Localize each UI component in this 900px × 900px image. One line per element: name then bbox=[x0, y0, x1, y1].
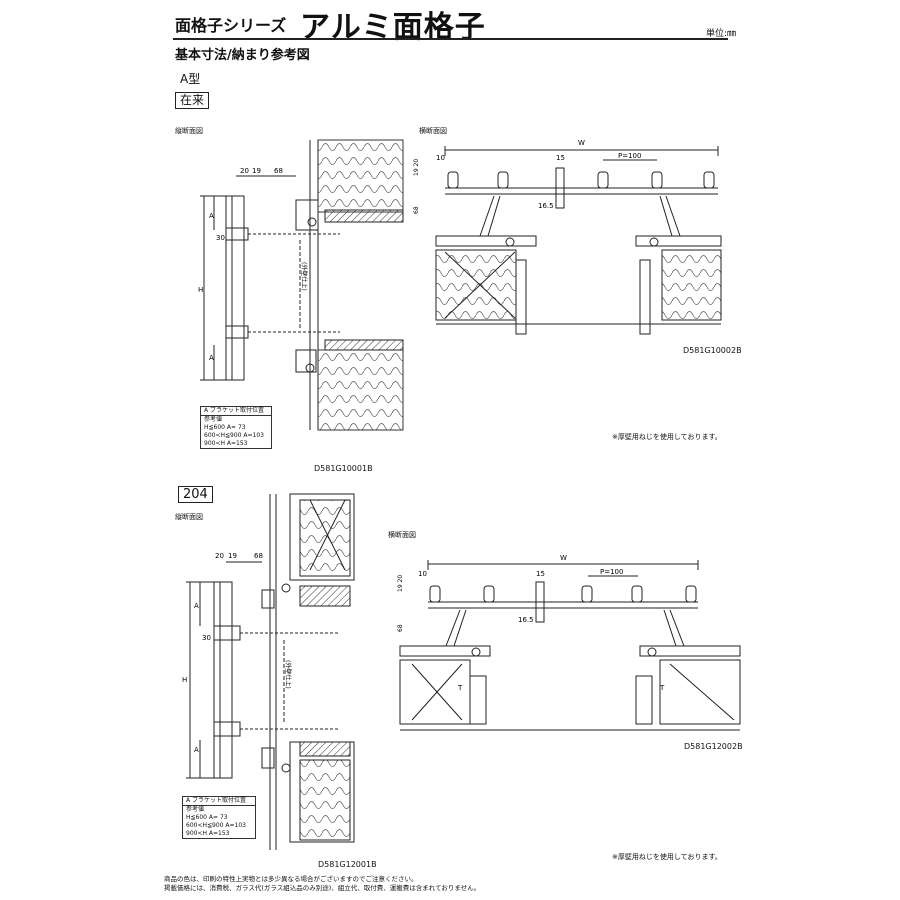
horizontal-section-bottom bbox=[399, 560, 741, 731]
horizontal-title-top: 横断面図 bbox=[419, 127, 447, 135]
unit-label: 単位:㎜ bbox=[706, 29, 737, 39]
dim-pitch-bottom: P=100 bbox=[600, 568, 623, 576]
dim-1920-top: 19 20 bbox=[413, 159, 420, 176]
dim-h-top: H bbox=[198, 286, 203, 294]
bracket-table-row: H≦600 A= 73 bbox=[186, 814, 228, 821]
bracket-table-row: 600<H≦900 A=103 bbox=[204, 432, 264, 439]
dim-t1-bottom: T bbox=[457, 684, 463, 692]
dim-30-bottom: 30 bbox=[202, 634, 211, 642]
drawing-code-h-top: D581G10002B bbox=[683, 346, 742, 355]
bracket-table-top: A ブラケット取付位置 参考値 H≦600 A= 73 600<H≦900 A=… bbox=[200, 406, 272, 449]
footer-notes: 商品の色は、印刷の特性上実物とは多少異なる場合がございますのでご注意ください。 … bbox=[164, 875, 684, 893]
dim-h-bottom: H bbox=[182, 676, 187, 684]
bracket-table-sub: 参考値 bbox=[186, 806, 205, 813]
footer-line-1: 商品の色は、印刷の特性上実物とは多少異なる場合がございますのでご注意ください。 bbox=[164, 875, 418, 883]
bracket-table-row: H≦600 A= 73 bbox=[204, 424, 246, 431]
screw-note-top: ※厚壁用ねじを使用しております。 bbox=[612, 433, 722, 441]
footer-line-2: 掲載価格には、消費税、ガラス代(ガラス組込品のみ別途)、組立代、取付費、運搬費は… bbox=[164, 884, 481, 892]
screw-note-bottom: ※厚壁用ねじを使用しております。 bbox=[612, 853, 722, 861]
dim-a1-top: A bbox=[209, 212, 214, 220]
dim-19-bottom: 19 bbox=[228, 552, 237, 560]
dim-pitch-top: P=100 bbox=[618, 152, 641, 160]
bracket-table-title: A ブラケット取付位置 bbox=[201, 407, 271, 416]
dim-19-top: 19 bbox=[252, 167, 261, 175]
vertical-title-top: 縦断面図 bbox=[175, 127, 203, 135]
section-title: 基本寸法/納まり参考図 bbox=[175, 48, 310, 63]
bracket-table-bottom: A ブラケット取付位置 参考値 H≦600 A= 73 600<H≦900 A=… bbox=[182, 796, 256, 839]
bracket-table-title: A ブラケット取付位置 bbox=[183, 797, 255, 806]
dim-a2-bottom: A bbox=[194, 746, 199, 754]
dim-165-bottom: 16.5 bbox=[518, 616, 534, 624]
dim-30-top: 30 bbox=[216, 234, 225, 242]
dim-10-top: 10 bbox=[436, 154, 445, 162]
horizontal-title-bottom: 横断面図 bbox=[388, 531, 416, 539]
badge-zairai: 在来 bbox=[175, 92, 210, 109]
dim-165-top: 16.5 bbox=[538, 202, 554, 210]
vertical-section-top bbox=[200, 139, 404, 431]
bracket-table-sub: 参考値 bbox=[204, 416, 223, 423]
drawing-code-v-bottom: D581G12001B bbox=[318, 860, 377, 869]
dim-1920-bottom: 19 20 bbox=[397, 575, 404, 592]
badge-204: 204 bbox=[178, 486, 213, 503]
vertical-title-bottom: 縦断面図 bbox=[175, 513, 203, 521]
bracket-table-row: 900<H A=153 bbox=[204, 440, 248, 447]
bracket-table-row: 900<H A=153 bbox=[186, 830, 230, 837]
dim-t2-bottom: T bbox=[659, 684, 665, 692]
horizontal-section-top bbox=[435, 146, 722, 335]
dim-68-bottom: 68 bbox=[254, 552, 263, 560]
dim-15-top: 15 bbox=[556, 154, 565, 162]
header-rule bbox=[173, 38, 728, 40]
dim-15-bottom: 15 bbox=[536, 570, 545, 578]
drawing-code-h-bottom: D581G12002B bbox=[684, 742, 743, 751]
dim-68h-top: 68 bbox=[413, 206, 420, 214]
bracket-table-row: 600<H≦900 A=103 bbox=[186, 822, 246, 829]
vertical-section-bottom bbox=[186, 493, 355, 850]
dim-20-top: 20 bbox=[240, 167, 249, 175]
finish-label-bottom: (外壁仕上) bbox=[284, 660, 292, 689]
dim-w-bottom: W bbox=[560, 554, 567, 562]
dim-68-top: 68 bbox=[274, 167, 283, 175]
drawing-code-v-top: D581G10001B bbox=[314, 464, 373, 473]
type-label: A型 bbox=[180, 72, 201, 86]
dim-10-bottom: 10 bbox=[418, 570, 427, 578]
dim-w-top: W bbox=[578, 139, 585, 147]
series-title: 面格子シリーズ bbox=[175, 16, 287, 35]
dim-a2-top: A bbox=[209, 354, 214, 362]
dim-a1-bottom: A bbox=[194, 602, 199, 610]
dim-20-bottom: 20 bbox=[215, 552, 224, 560]
finish-label-top: (外壁仕上) bbox=[300, 262, 308, 291]
dim-68h-bottom: 68 bbox=[397, 624, 404, 632]
